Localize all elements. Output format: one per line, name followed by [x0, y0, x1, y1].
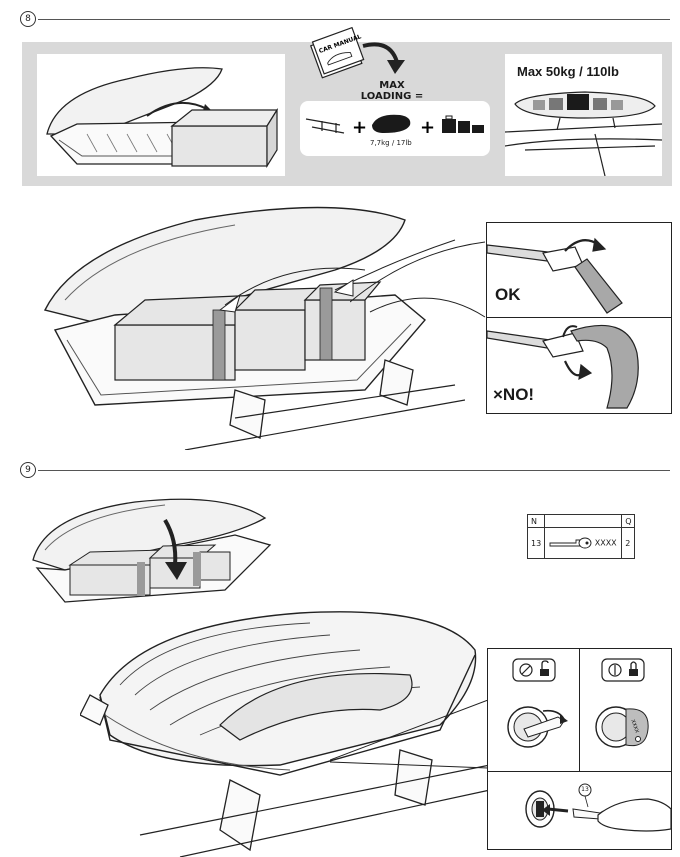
key-table-header-blank	[544, 514, 623, 528]
key-icon	[549, 537, 592, 549]
key-tag-code: XXXX	[629, 719, 640, 734]
strap-no-illustration	[487, 324, 639, 409]
open-box-illustration	[46, 67, 279, 169]
lock-detail-hdivider	[488, 771, 671, 772]
lock-detail-vdivider	[579, 649, 580, 771]
lock-detail-leader	[330, 700, 489, 769]
loaded-box-straps-illustration	[43, 206, 465, 450]
car-manual-booklet: CAR MANUAL	[309, 26, 405, 79]
lock-detail-frame: XXXX 13	[487, 648, 672, 850]
max-weight-title: Max 50kg / 110lb	[517, 64, 619, 79]
strap-ok-illustration	[487, 237, 623, 314]
luggage-icon	[442, 115, 484, 133]
max-loading-label: MAX LOADING =	[360, 80, 424, 102]
step-9-number: 9	[20, 462, 36, 478]
loading-formula-panel: + + 7,7kg / 17lb	[300, 101, 490, 156]
strap-detail-frame: OK ×NO!	[486, 222, 672, 414]
down-arrow-icon	[387, 60, 405, 74]
key-number-table: N Q 13 XXXX 2	[526, 514, 636, 559]
strap-no-label: ×NO!	[493, 385, 535, 404]
luggage-in-box-icon	[533, 94, 623, 110]
lock-position-indicator	[601, 658, 645, 682]
plus-icon-2: +	[420, 117, 435, 138]
key-removal-illustration	[525, 783, 671, 832]
step-8-number: 8	[20, 11, 36, 27]
open-box-panel	[37, 54, 285, 176]
unlocked-padlock-icon	[540, 660, 549, 676]
weight-note: 7,7kg / 17lb	[370, 139, 412, 147]
lock-cylinder-key-turned	[507, 706, 568, 748]
step-8-divider	[38, 19, 670, 20]
closing-box-illustration	[32, 498, 272, 603]
strap-ok-label: OK	[495, 285, 521, 304]
lock-cylinder-key-vertical: XXXX	[595, 706, 649, 748]
step-9-divider	[38, 470, 670, 471]
max-weight-panel: Max 50kg / 110lb	[505, 54, 662, 176]
key-table-header-q: Q	[621, 514, 636, 528]
key-number-badge: 13	[581, 786, 589, 793]
locked-padlock-icon	[629, 661, 638, 676]
close-down-arrow-icon	[165, 562, 187, 580]
roof-bars-icon	[305, 118, 345, 134]
key-table-quantity: 2	[621, 527, 636, 559]
key-table-key-cell: XXXX	[544, 527, 623, 559]
closed-box-illustration	[80, 611, 491, 857]
roof-box-icon	[372, 114, 411, 133]
plus-icon: +	[352, 117, 367, 138]
unlock-position-indicator	[512, 658, 556, 682]
strap-detail-divider	[487, 317, 671, 318]
key-table-number: 13	[526, 527, 546, 559]
strap-detail-leader	[350, 241, 486, 318]
key-table-code: XXXX	[594, 538, 617, 548]
key-table-header-n: N	[526, 514, 546, 528]
